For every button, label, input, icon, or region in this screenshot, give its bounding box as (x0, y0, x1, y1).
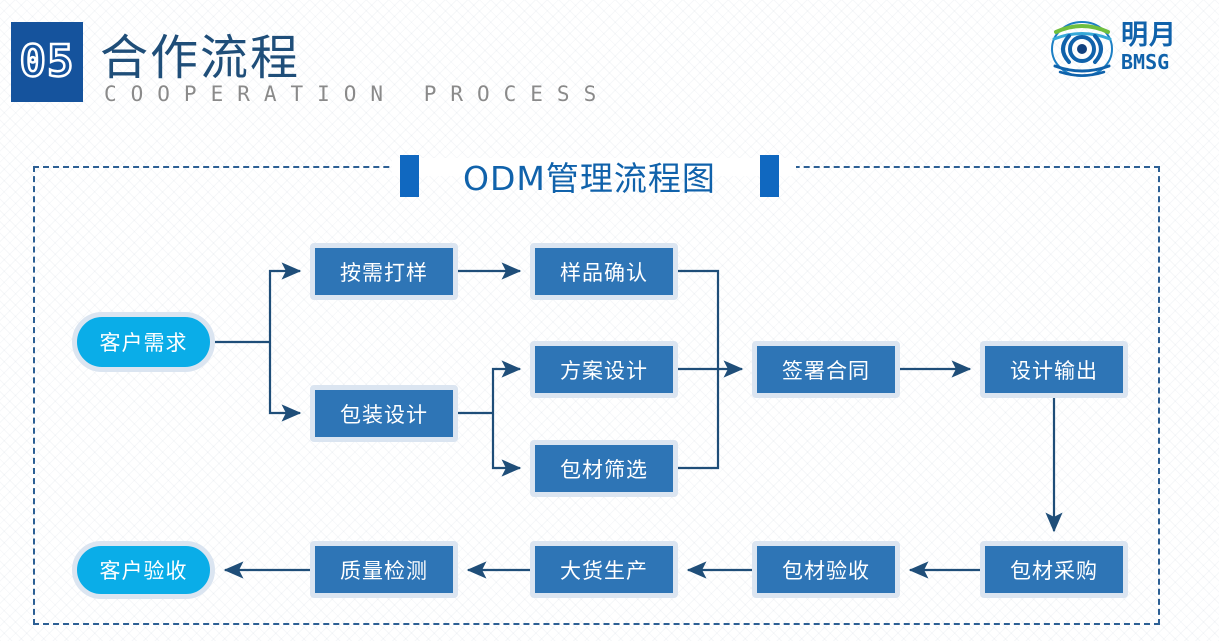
flow-node-design-output[interactable]: 设计输出 (980, 341, 1128, 398)
flow-node-sample-confirm[interactable]: 样品确认 (530, 243, 678, 300)
logo-wordmark: 明月 BMSG (1121, 22, 1177, 72)
flow-node-scheme-design[interactable]: 方案设计 (530, 341, 678, 398)
flow-node-mass-production[interactable]: 大货生产 (530, 541, 678, 598)
section-number-badge: 05 (11, 22, 83, 102)
flow-node-customer-accept[interactable]: 客户验收 (72, 541, 215, 599)
globe-logo-icon (1051, 21, 1113, 77)
brand-logo: 明月 BMSG (1049, 14, 1207, 80)
page-title: 合作流程 (100, 30, 301, 86)
flow-node-sign-contract[interactable]: 签署合同 (752, 341, 900, 398)
logo-name-cn: 明月 (1121, 20, 1177, 51)
flow-node-customer-demand[interactable]: 客户需求 (72, 312, 215, 372)
page-header: 05 合作流程 COOPERATION PROCESS 明月 BMSG (0, 0, 1219, 130)
flow-node-material-accept[interactable]: 包材验收 (752, 541, 900, 598)
section-number-text: 05 (18, 36, 75, 87)
flow-node-quality-check[interactable]: 质量检测 (310, 541, 458, 598)
flow-node-package-design[interactable]: 包装设计 (310, 385, 458, 442)
flow-node-material-screen[interactable]: 包材筛选 (530, 440, 678, 497)
page-subtitle: COOPERATION PROCESS (104, 82, 611, 106)
flow-node-sampling-on-demand[interactable]: 按需打样 (310, 243, 458, 300)
flow-node-material-purchase[interactable]: 包材采购 (980, 541, 1128, 598)
logo-name-en: BMSG (1121, 50, 1170, 74)
